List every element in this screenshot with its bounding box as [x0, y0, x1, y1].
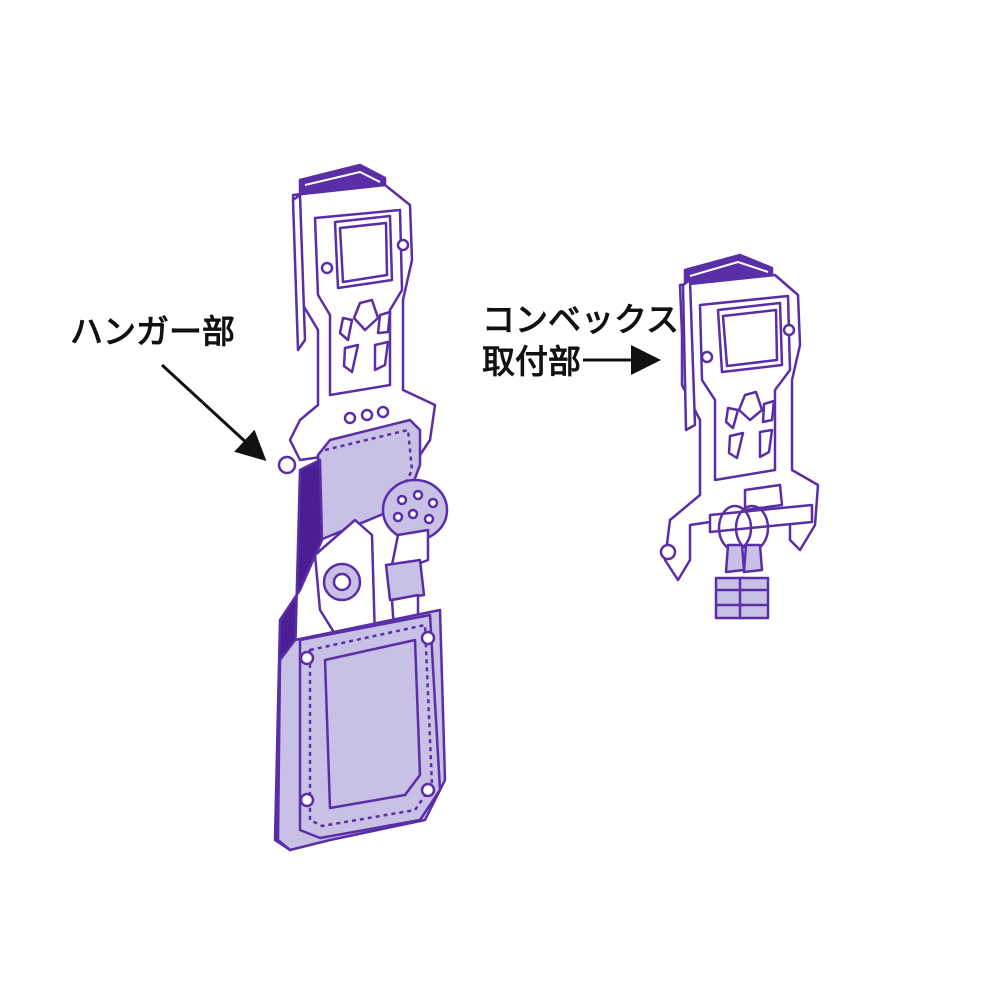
tool-pouch [273, 418, 449, 852]
hanger-label: ハンガー部 [70, 312, 235, 351]
convex-label-line1: コンベックス [482, 300, 680, 339]
convex-label-line2: 取付部 [482, 342, 581, 381]
hanger-with-pouch [277, 163, 437, 475]
hanger-arrow [160, 363, 267, 462]
hanger-with-rings [659, 253, 820, 620]
